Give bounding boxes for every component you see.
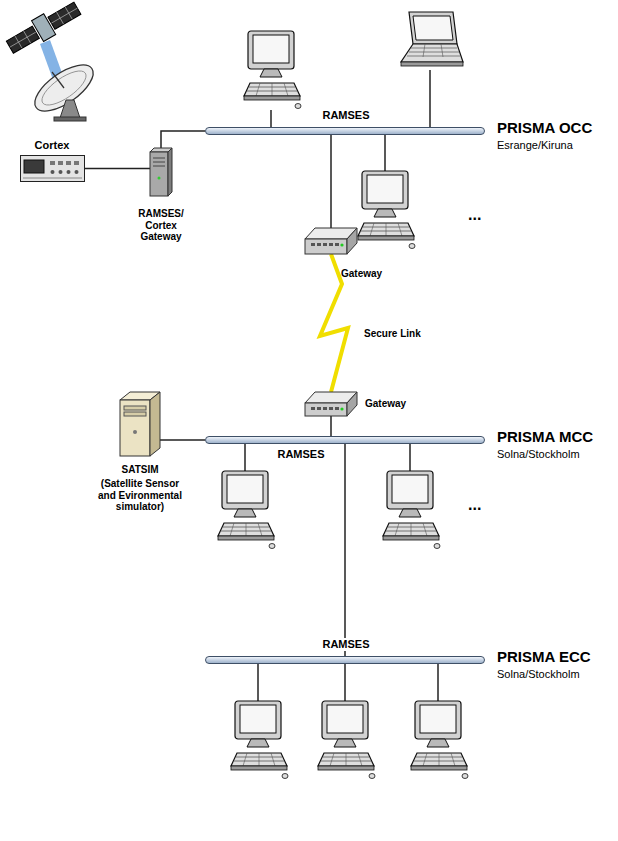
ellipsis: ... [468, 496, 481, 514]
bus-label: RAMSES [277, 448, 324, 461]
bus-label: RAMSES [319, 638, 372, 651]
device-label: Gateway [365, 398, 406, 410]
site-name: PRISMA OCC [497, 119, 592, 136]
workstation [231, 701, 288, 779]
site-name: PRISMA MCC [497, 428, 593, 445]
gateway-server: RAMSES/ Cortex Gateway [150, 148, 172, 196]
workstation [244, 31, 301, 109]
device-label: Cortex [35, 139, 70, 152]
simulator-server: SATSIM(Satellite Sensor and Evironmental… [120, 392, 160, 456]
ellipsis: ... [468, 206, 481, 224]
network-link [344, 444, 346, 656]
network-bus: RAMSES [205, 436, 485, 444]
network-link [330, 416, 332, 436]
gateway-router-icon [305, 392, 357, 416]
cortex-unit: Cortex [20, 155, 85, 182]
gateway-router: Gateway [305, 392, 357, 416]
site-location: Esrange/Kiruna [497, 139, 573, 152]
site-name: PRISMA ECC [497, 648, 591, 665]
workstation [218, 471, 275, 549]
workstation [411, 701, 468, 779]
network-link [161, 131, 205, 148]
site-location: Solna/Stockholm [497, 668, 580, 681]
site-location: Solna/Stockholm [497, 448, 580, 461]
bus-label: RAMSES [322, 109, 369, 122]
device-label: SATSIM [121, 464, 158, 476]
workstation [318, 701, 375, 779]
simulator-server-icon [120, 392, 160, 456]
gateway-router: Gateway [305, 228, 357, 254]
link-label: Secure Link [362, 328, 423, 340]
workstation-wires [245, 70, 438, 701]
laptop [401, 12, 463, 66]
network-link [160, 439, 205, 441]
device-label: RAMSES/ Cortex Gateway [130, 208, 192, 243]
workstation [358, 171, 415, 249]
ground-antenna [28, 56, 101, 121]
network-link [85, 168, 150, 170]
workstation [383, 471, 440, 549]
network-link [330, 135, 332, 228]
gateway-router-icon [305, 228, 357, 254]
network-bus: RAMSES [205, 127, 485, 135]
network-bus: RAMSES [205, 656, 485, 664]
device-description: (Satellite Sensor and Evironmental simul… [97, 478, 183, 513]
cortex-unit-icon [20, 155, 85, 182]
device-label: Gateway [341, 268, 382, 280]
gateway-server-icon [150, 148, 172, 196]
